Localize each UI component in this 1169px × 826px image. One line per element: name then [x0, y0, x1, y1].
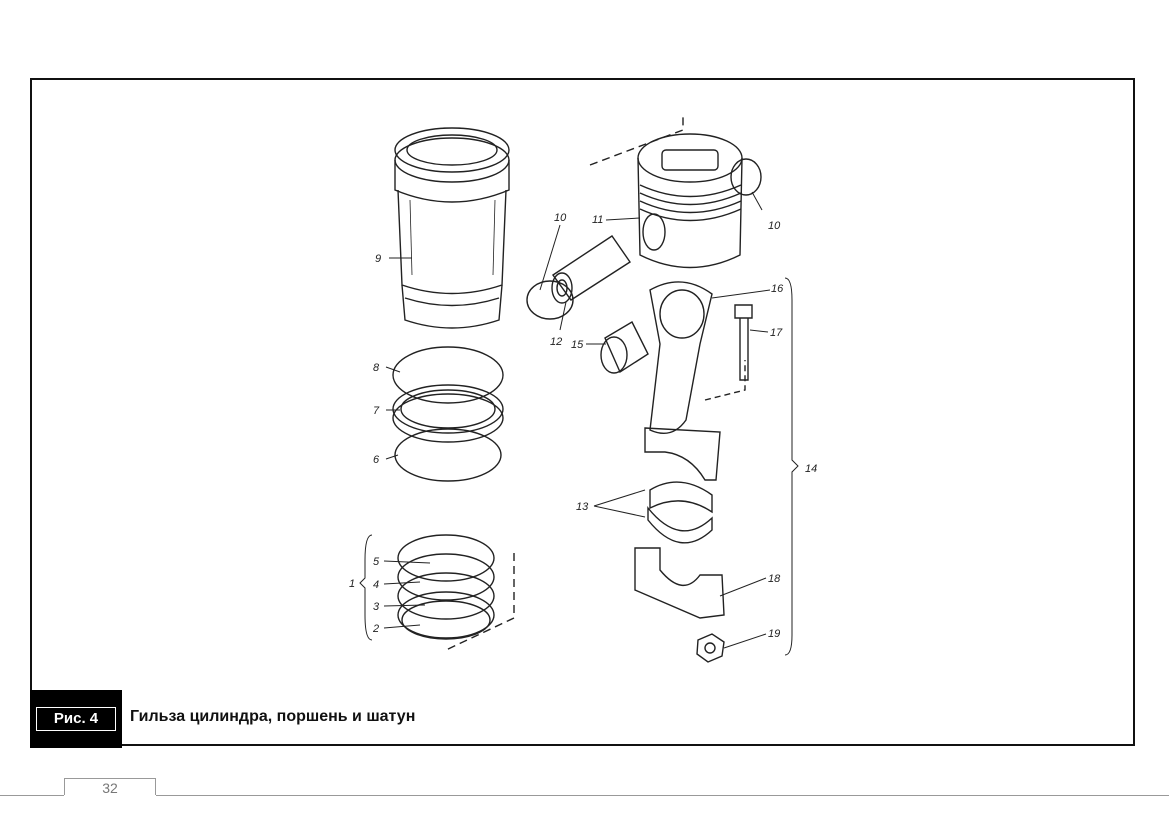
callout-18: 18	[768, 573, 781, 585]
bushing-drawing	[600, 321, 649, 374]
callout-17: 17	[770, 327, 783, 339]
callout-8: 8	[373, 362, 380, 374]
callout-13: 13	[576, 501, 589, 513]
seal-rings-drawing	[392, 346, 504, 482]
callout-1: 1	[349, 578, 355, 590]
figure-frame	[30, 78, 1135, 746]
bolt-drawing	[734, 304, 753, 381]
callout-2: 2	[372, 623, 379, 635]
callout-9: 9	[375, 253, 381, 265]
leader-lines	[359, 191, 799, 656]
nut-drawing	[696, 633, 725, 663]
piston-rings-drawing	[397, 534, 515, 651]
callout-5: 5	[373, 556, 380, 568]
callout-14: 14	[805, 463, 817, 475]
callout-12: 12	[550, 336, 562, 348]
figure-caption: Гильза цилиндра, поршень и шатун	[130, 708, 416, 725]
rod-cap-drawing	[634, 547, 725, 619]
footer-rule-left	[0, 795, 64, 796]
callout-19: 19	[768, 628, 780, 640]
page-number-tab	[64, 778, 156, 795]
cylinder-liner-drawing	[394, 127, 510, 329]
figure-number: Рис. 4	[36, 707, 116, 731]
callout-15: 15	[571, 339, 584, 351]
page-number: 32	[102, 780, 118, 796]
bearing-shells-drawing	[647, 481, 713, 544]
callout-16: 16	[771, 283, 784, 295]
snap-ring-right-drawing	[730, 158, 762, 196]
callout-10-right: 10	[768, 220, 781, 232]
connecting-rod-drawing	[644, 281, 746, 481]
callout-6: 6	[373, 454, 380, 466]
piston-pin-drawing	[551, 235, 631, 304]
callout-11: 11	[592, 214, 603, 226]
callout-4: 4	[373, 579, 379, 591]
snap-ring-left-drawing	[526, 280, 574, 320]
callout-7: 7	[373, 405, 380, 417]
figure-label-box: Рис. 4	[30, 690, 122, 748]
callout-3: 3	[373, 601, 380, 613]
callout-10-left: 10	[554, 212, 567, 224]
footer-rule-right	[156, 795, 1169, 796]
piston-drawing	[589, 113, 743, 269]
